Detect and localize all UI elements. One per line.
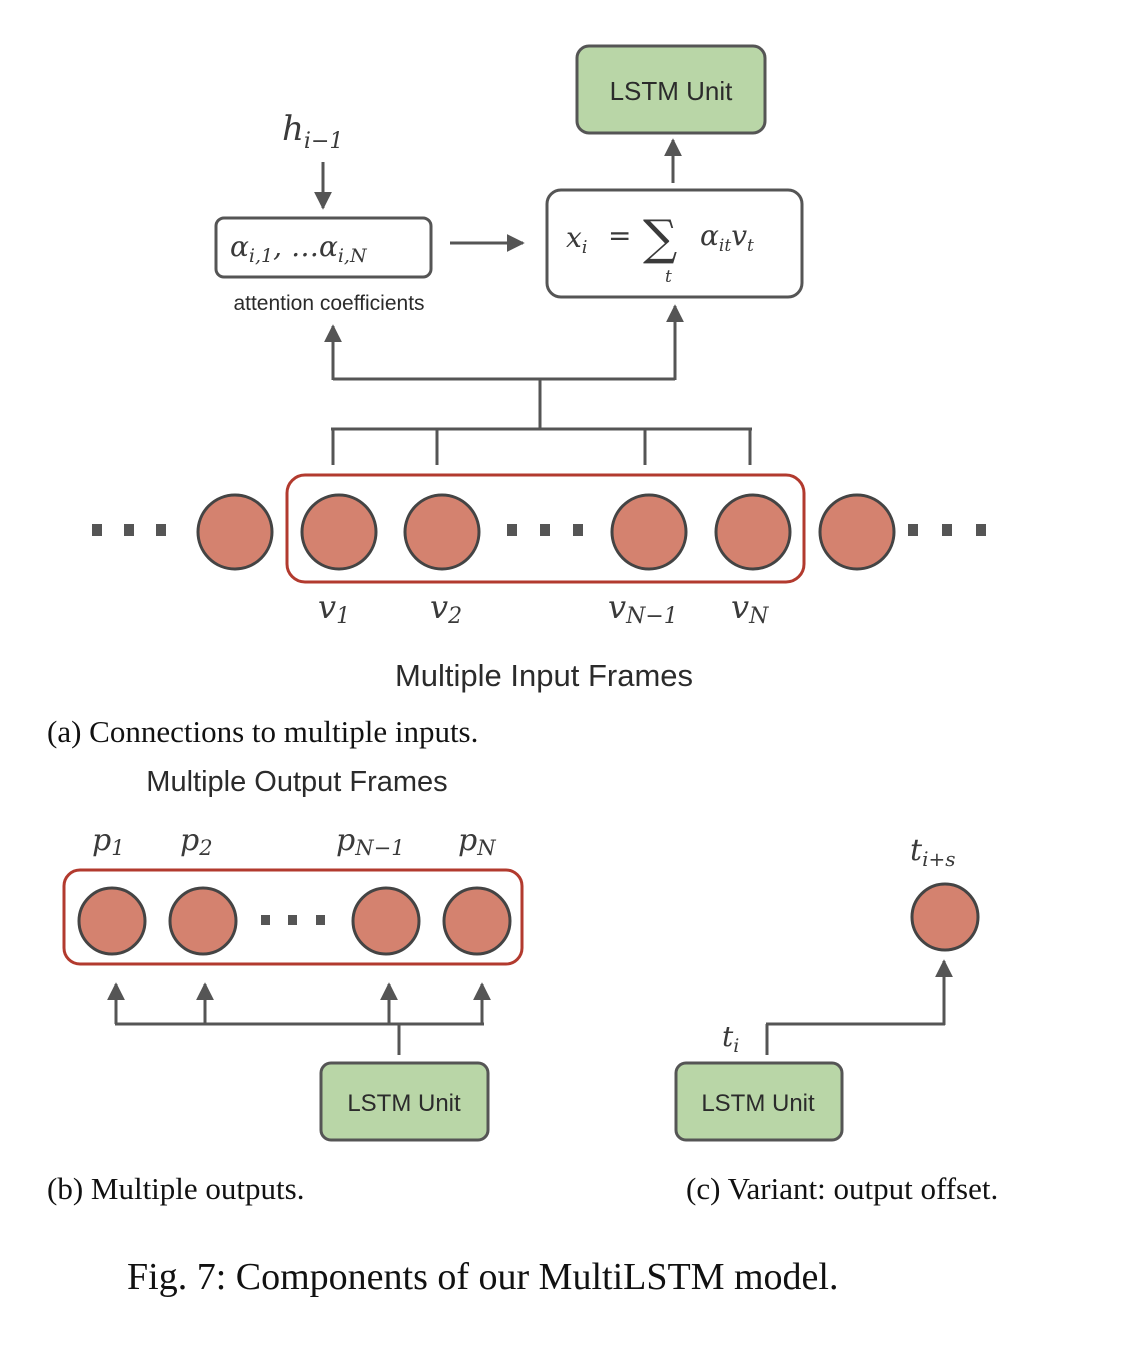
ellipsis-output bbox=[261, 915, 270, 925]
label-t-i-plus-s: ti+s bbox=[910, 833, 955, 871]
input-frames-row bbox=[92, 473, 986, 584]
input-frames-group bbox=[285, 473, 806, 584]
label-pN-1: pN−1 bbox=[336, 823, 405, 860]
output-frames-title: Multiple Output Frames bbox=[146, 766, 447, 798]
output-frames-row bbox=[62, 868, 524, 966]
caption-c: (c) Variant: output offset. bbox=[686, 1171, 998, 1206]
panel-a: LSTM Unit hi−1 αi,1, …αi,N attention coe… bbox=[47, 44, 986, 749]
lstm-unit-top: LSTM Unit bbox=[575, 44, 767, 135]
sum-equals: = bbox=[608, 219, 631, 252]
sum-lhs: xi bbox=[566, 221, 588, 258]
lstm-unit-b-label: LSTM Unit bbox=[347, 1090, 461, 1117]
frame-vN-1 bbox=[610, 493, 688, 571]
label-p2: p2 bbox=[180, 823, 213, 860]
frame-outside-left bbox=[196, 493, 274, 571]
frame-vN bbox=[714, 493, 792, 571]
output-connection-tree bbox=[107, 982, 491, 1055]
label-vN: vN bbox=[731, 588, 769, 629]
ellipsis-right bbox=[908, 524, 918, 536]
lstm-unit-top-label: LSTM Unit bbox=[610, 76, 734, 106]
label-v2: v2 bbox=[430, 588, 462, 629]
input-connection-tree bbox=[324, 304, 752, 465]
panel-c: ti+s ti LSTM Unit (c) Variant: output of… bbox=[674, 833, 998, 1206]
frame-pN bbox=[442, 886, 512, 956]
label-t-i: ti bbox=[722, 1020, 739, 1057]
attention-coefficients-box: αi,1, …αi,N bbox=[214, 216, 433, 279]
frame-outside-right bbox=[818, 493, 896, 571]
frame-v1 bbox=[300, 493, 378, 571]
label-vN-1: vN−1 bbox=[608, 588, 678, 629]
label-pN: pN bbox=[458, 823, 496, 860]
ellipsis-left bbox=[92, 524, 102, 536]
caption-a: (a) Connections to multiple inputs. bbox=[47, 714, 478, 749]
ellipsis-middle bbox=[507, 524, 517, 536]
sum-index: t bbox=[665, 267, 672, 287]
frame-p1 bbox=[77, 886, 147, 956]
attention-coefficients-label: attention coefficients bbox=[233, 292, 424, 315]
panel-b: Multiple Output Frames p1 p2 pN−1 pN LST… bbox=[47, 766, 524, 1206]
weighted-sum-box: xi = ∑ t αitvt bbox=[545, 188, 804, 299]
frame-p2 bbox=[168, 886, 238, 956]
hidden-state-label: hi−1 bbox=[282, 109, 343, 154]
alpha-formula: αi,1, …αi,N bbox=[230, 230, 368, 267]
output-frames-group bbox=[62, 868, 524, 966]
output-node-offset bbox=[910, 882, 980, 952]
frame-pN-1 bbox=[351, 886, 421, 956]
figure-caption: Fig. 7: Components of our MultiLSTM mode… bbox=[127, 1256, 838, 1298]
lstm-unit-b: LSTM Unit bbox=[319, 1061, 490, 1142]
sum-term: αitvt bbox=[700, 219, 754, 256]
input-frames-title: Multiple Input Frames bbox=[395, 658, 693, 693]
sum-symbol: ∑ bbox=[643, 210, 677, 266]
frame-v2 bbox=[403, 493, 481, 571]
lstm-unit-c: LSTM Unit bbox=[674, 1061, 844, 1142]
label-v1: v1 bbox=[318, 588, 350, 629]
caption-b: (b) Multiple outputs. bbox=[47, 1171, 304, 1206]
label-p1: p1 bbox=[92, 823, 125, 860]
lstm-unit-c-label: LSTM Unit bbox=[701, 1090, 815, 1117]
